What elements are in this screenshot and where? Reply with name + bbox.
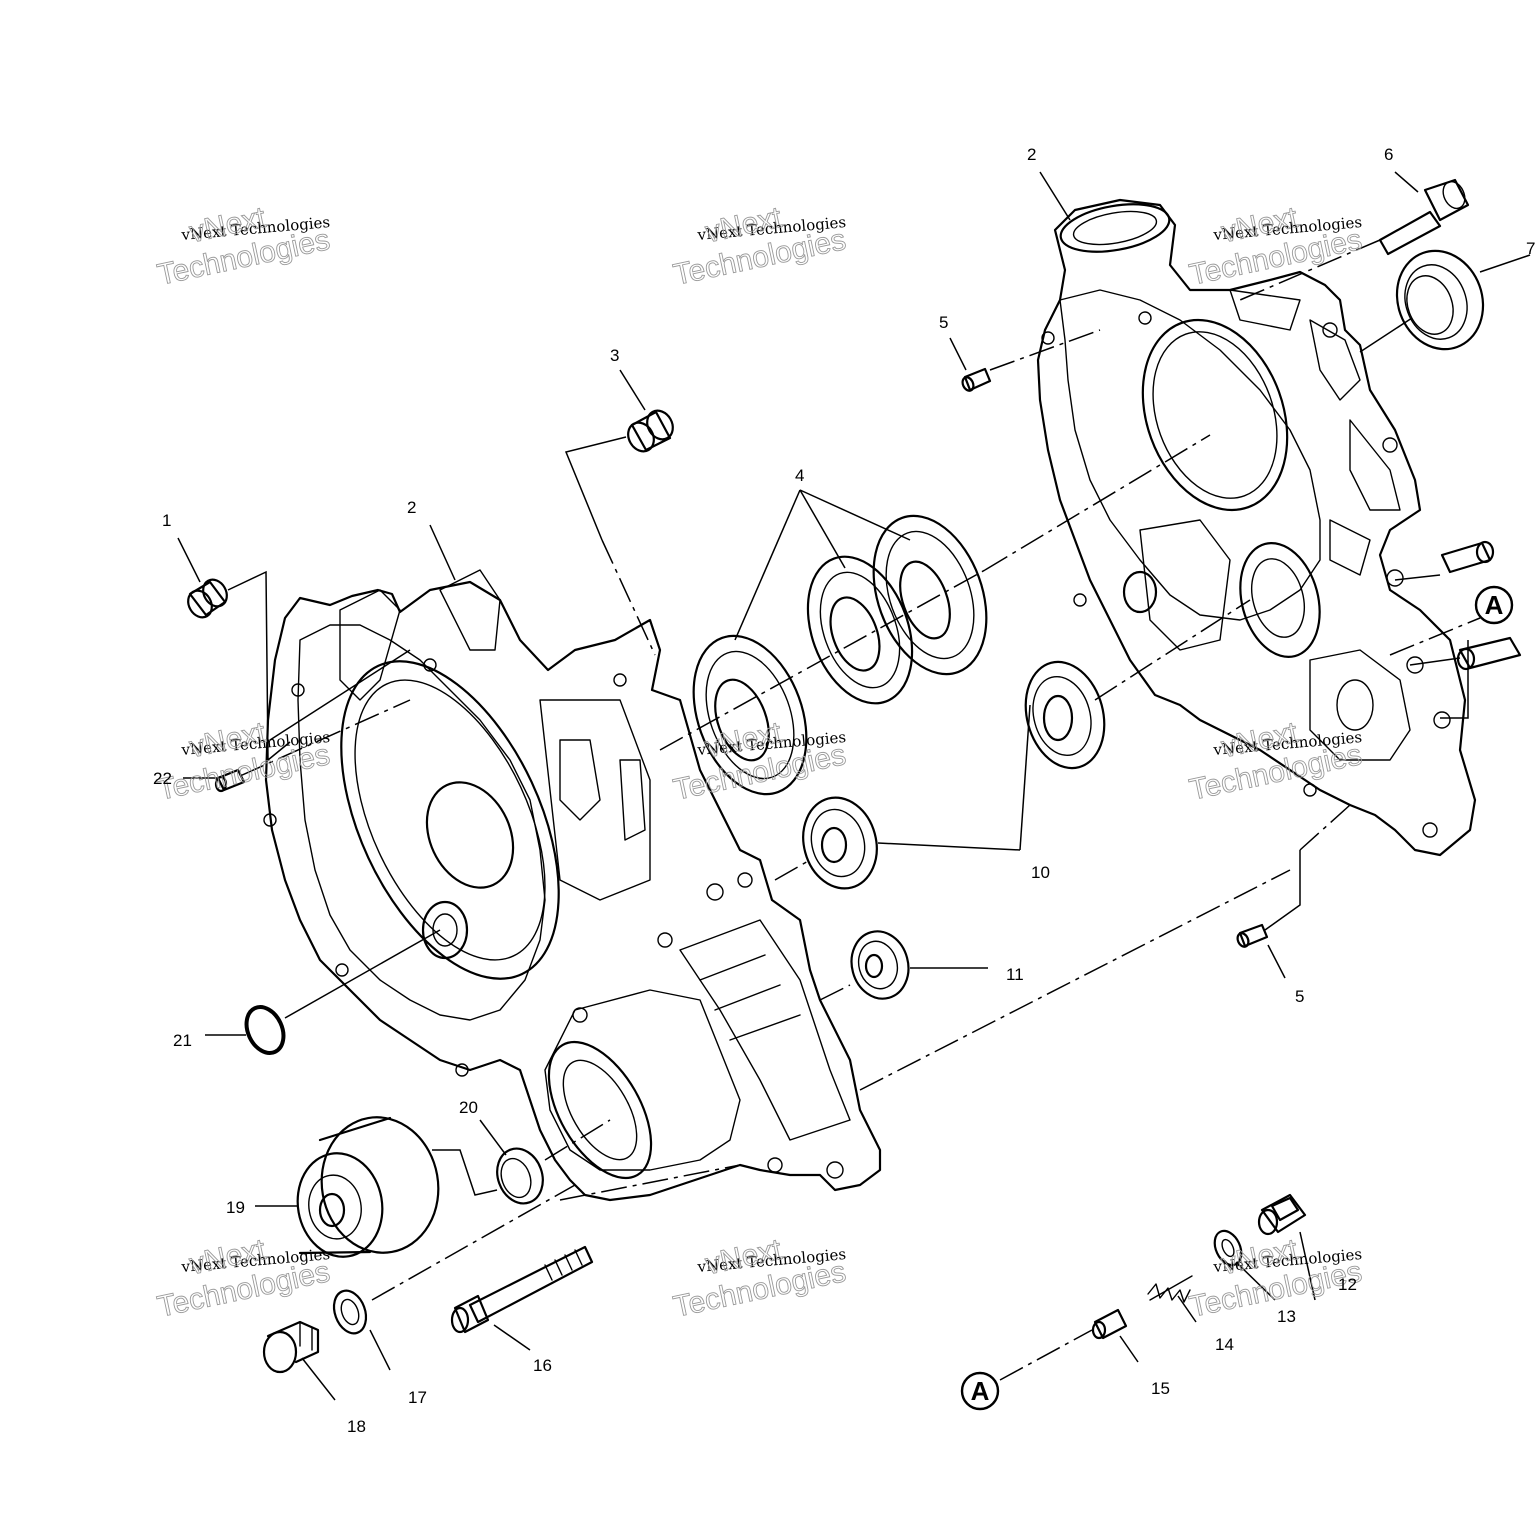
callout-17: 17 <box>408 1388 427 1407</box>
watermark-outline: vNext Technologies <box>670 715 849 807</box>
callout-labels: 1 2 2 3 4 5 5 6 7 10 11 12 13 14 15 16 1… <box>153 145 1535 1436</box>
callout-21: 21 <box>173 1031 192 1050</box>
part-7-seal <box>1395 249 1485 351</box>
callout-15: 15 <box>1151 1379 1170 1398</box>
reference-mark-a-lower: A <box>960 1371 1000 1411</box>
svg-text:A: A <box>971 1376 990 1406</box>
callout-5-bottom: 5 <box>1295 987 1304 1006</box>
watermark-outline: vNext Technologies <box>1186 200 1365 292</box>
callout-2-right: 2 <box>1027 145 1036 164</box>
part-5-dowel-bottom <box>1236 923 1269 948</box>
part-14-spring <box>1147 1275 1193 1303</box>
reference-mark-a-upper: A <box>1474 585 1514 625</box>
watermark-outline: vNext Technologies <box>154 200 333 292</box>
leader-lines <box>177 171 1531 1401</box>
callout-20: 20 <box>459 1098 478 1117</box>
part-5-dowel-top <box>961 367 992 392</box>
callout-11: 11 <box>1006 965 1024 984</box>
callout-12: 12 <box>1338 1275 1357 1294</box>
callout-4: 4 <box>795 466 804 485</box>
part-4-bearings <box>692 514 988 796</box>
callout-7: 7 <box>1526 239 1535 258</box>
callout-13: 13 <box>1277 1307 1296 1326</box>
part-19-rotor <box>296 1116 440 1258</box>
part-6-bolt <box>1378 178 1470 256</box>
part-12-bolt <box>1257 1193 1307 1236</box>
watermark-outline: vNext Technologies <box>670 1232 849 1324</box>
callout-5-top: 5 <box>939 313 948 332</box>
callout-2-left: 2 <box>407 498 416 517</box>
part-13-washer <box>1213 1229 1243 1267</box>
watermark-outline: vNext Technologies <box>154 715 333 807</box>
right-crankcase-half <box>1036 198 1477 857</box>
part-21-o-ring <box>244 1005 286 1055</box>
part-3-bushing <box>627 409 674 453</box>
callout-10: 10 <box>1031 863 1050 882</box>
part-18-plug <box>262 1320 320 1374</box>
part-1-bushing <box>187 578 228 619</box>
callout-22: 22 <box>153 769 172 788</box>
left-crankcase-half <box>263 569 882 1202</box>
callout-14: 14 <box>1215 1335 1234 1354</box>
part-10-bearings <box>802 660 1106 890</box>
part-22-dowel <box>214 768 246 793</box>
callout-6: 6 <box>1384 145 1393 164</box>
watermark-outline: vNext Technologies <box>1186 1232 1365 1324</box>
watermark-outline: vNext Technologies <box>154 1232 333 1324</box>
callout-16: 16 <box>533 1356 552 1375</box>
callout-3: 3 <box>610 346 619 365</box>
watermark-outline: vNext Technologies <box>1186 715 1365 807</box>
part-20-bushing <box>496 1147 544 1205</box>
callout-1: 1 <box>162 511 171 530</box>
part-17-washer <box>332 1289 368 1335</box>
watermark-outline: vNext Technologies <box>670 200 849 292</box>
svg-text:A: A <box>1485 590 1504 620</box>
part-11-bearing <box>850 930 910 1000</box>
callout-18: 18 <box>347 1417 366 1436</box>
side-dowel <box>1440 540 1495 574</box>
part-15-plunger <box>1091 1308 1128 1340</box>
callout-19: 19 <box>226 1198 245 1217</box>
part-16-bolt <box>450 1245 594 1334</box>
